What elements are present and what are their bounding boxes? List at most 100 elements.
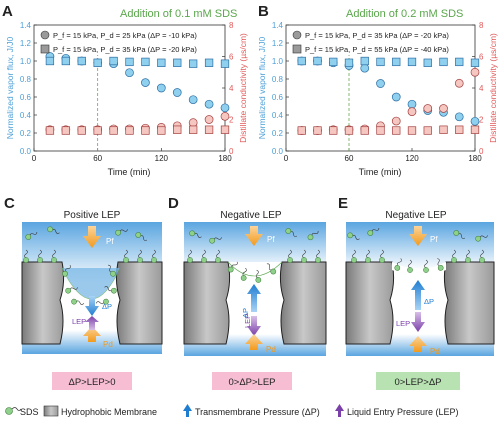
conductivity-point-square bbox=[376, 126, 385, 135]
sds-head bbox=[453, 230, 460, 236]
y-right-tick-label: 2 bbox=[479, 116, 484, 125]
diagram-e-heading: Negative LEP bbox=[385, 210, 446, 221]
blue-arrow-icon bbox=[183, 404, 192, 417]
x-tick-label: 60 bbox=[93, 154, 102, 163]
membrane-left bbox=[183, 261, 231, 345]
conductivity-point-square bbox=[392, 126, 401, 135]
sds-molecule bbox=[25, 231, 38, 240]
sds-molecule bbox=[135, 232, 148, 241]
sds-molecule bbox=[315, 249, 321, 263]
x-tick-label: 0 bbox=[32, 154, 37, 163]
conductivity-point-square bbox=[173, 125, 182, 134]
y-left-tick-label: 0.8 bbox=[20, 75, 32, 84]
membrane-right bbox=[443, 261, 495, 345]
sds-head bbox=[394, 265, 401, 271]
sds-head bbox=[437, 265, 444, 271]
conductivity-point-circle bbox=[220, 111, 230, 121]
chart-b-heading: Addition of 0.2 mM SDS bbox=[346, 8, 463, 20]
sds-tail bbox=[302, 249, 306, 259]
panel-letter-a: A bbox=[2, 3, 13, 20]
sds-tail bbox=[466, 249, 470, 259]
flux-point-circle bbox=[376, 79, 385, 88]
sds-head bbox=[465, 257, 471, 263]
sds-tail bbox=[75, 300, 85, 305]
sds-molecule bbox=[71, 298, 85, 305]
sds-molecule bbox=[104, 286, 117, 294]
flux-point-circle bbox=[407, 99, 417, 109]
conductivity-point-square bbox=[189, 125, 198, 134]
sds-head bbox=[51, 257, 57, 263]
sds-tail bbox=[107, 264, 113, 273]
y-left-tick-label: 1.0 bbox=[20, 57, 32, 66]
conductivity-point-square bbox=[45, 126, 55, 135]
sds-tail bbox=[311, 230, 319, 237]
sds-head bbox=[379, 257, 385, 263]
sds-molecule bbox=[209, 237, 222, 244]
lep-label: LEP bbox=[243, 314, 252, 328]
flux-point-square bbox=[220, 59, 230, 68]
sds-molecule bbox=[107, 264, 116, 277]
diagram-d-heading: Negative LEP bbox=[220, 210, 281, 221]
y-left-tick-label: 1.4 bbox=[272, 21, 284, 30]
sds-molecule bbox=[51, 249, 57, 263]
sds-molecule bbox=[451, 249, 457, 263]
flux-point-circle bbox=[125, 68, 134, 78]
panel-letter-d: D bbox=[168, 195, 179, 212]
pd-label: Pd bbox=[266, 345, 276, 354]
flux-point-square bbox=[439, 57, 448, 67]
flux-point-square bbox=[392, 57, 401, 67]
membrane-icon bbox=[43, 405, 59, 417]
pf-label: Pf bbox=[430, 235, 438, 244]
flux-point-square bbox=[407, 57, 417, 67]
sds-tail bbox=[95, 301, 105, 305]
x-tick-label: 60 bbox=[345, 154, 354, 163]
sds-tail bbox=[380, 249, 384, 259]
sds-head bbox=[451, 257, 457, 263]
condition-badge-e bbox=[376, 372, 460, 390]
sds-head bbox=[135, 232, 142, 238]
sds-tail bbox=[242, 267, 247, 277]
chart-b-marks bbox=[297, 55, 480, 151]
flux-point-circle bbox=[188, 95, 198, 105]
dp-arrow bbox=[247, 284, 261, 312]
sds-molecule bbox=[301, 249, 307, 263]
conductivity-point-square bbox=[297, 126, 306, 135]
sds-molecule bbox=[187, 249, 193, 263]
sds-tail bbox=[202, 249, 206, 259]
sds-tail bbox=[51, 228, 60, 234]
flux-point-circle bbox=[391, 92, 401, 102]
conductivity-point-square bbox=[439, 125, 448, 134]
sds-molecule bbox=[65, 287, 78, 294]
chart-a-ylabel-left: Normalized vapor flux, J/J0 bbox=[5, 36, 15, 139]
sds-tail bbox=[457, 233, 466, 239]
y-left-tick-label: 0.0 bbox=[20, 147, 32, 156]
sds-molecule bbox=[307, 230, 319, 241]
flux-point-square bbox=[125, 57, 134, 67]
sds-head bbox=[301, 257, 307, 263]
sds-tail bbox=[371, 227, 380, 233]
conductivity-point-square bbox=[329, 126, 338, 135]
lep-label: LEP bbox=[72, 317, 86, 326]
conductivity-point-square bbox=[125, 126, 134, 135]
sds-tail bbox=[139, 235, 148, 241]
flux-point-square bbox=[344, 58, 354, 67]
sds-tail bbox=[216, 249, 220, 259]
sds-tail bbox=[351, 234, 360, 240]
flux-point-square bbox=[157, 58, 166, 67]
sds-head bbox=[123, 257, 129, 263]
sds-tail bbox=[352, 249, 356, 259]
sds-tail bbox=[69, 287, 78, 291]
sds-tail bbox=[424, 259, 428, 269]
conductivity-point-square bbox=[470, 125, 480, 134]
flux-point-square bbox=[141, 57, 150, 67]
flux-point-square bbox=[45, 56, 55, 66]
sds-molecule bbox=[465, 249, 471, 263]
legend-membrane: Hydrophobic Membrane bbox=[61, 407, 157, 417]
legend-circle-marker bbox=[40, 30, 50, 40]
sds-head bbox=[151, 257, 157, 263]
sds-tail bbox=[124, 249, 128, 259]
sds-head bbox=[351, 257, 357, 263]
sds-head bbox=[315, 257, 321, 263]
